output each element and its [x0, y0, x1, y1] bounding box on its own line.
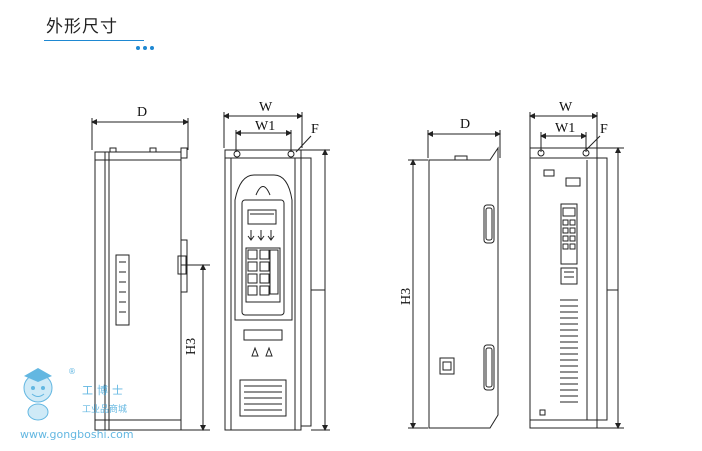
title-dots — [136, 37, 157, 55]
right-front-view — [529, 112, 624, 429]
page-title: 外形尺寸 — [46, 17, 118, 37]
right-side-view — [408, 130, 501, 429]
left-front-hole-label: F — [311, 122, 319, 137]
left-side-view — [91, 118, 210, 431]
left-side-depth-label: D — [137, 105, 147, 120]
watermark-subtitle: 工业品商城 — [82, 403, 127, 415]
left-side-height-label: H3 — [184, 338, 199, 355]
right-front-mount-width-label: W1 — [555, 121, 575, 136]
left-front-mount-width-label: W1 — [255, 119, 275, 134]
right-front-width-label: W — [559, 100, 573, 115]
left-front-width-label: W — [259, 100, 273, 115]
right-front-hole-label: F — [600, 122, 608, 137]
right-side-depth-label: D — [460, 117, 470, 132]
watermark-mascot-icon — [23, 368, 53, 421]
watermark: ® 工博士 工业品商城 www.gongboshi.com — [20, 367, 134, 441]
watermark-url: www.gongboshi.com — [20, 428, 134, 441]
left-front-view — [223, 112, 330, 431]
watermark-registered: ® — [68, 367, 76, 376]
watermark-name: 工博士 — [82, 384, 127, 397]
title-underline — [44, 40, 144, 41]
right-side-height-label: H3 — [399, 288, 414, 305]
